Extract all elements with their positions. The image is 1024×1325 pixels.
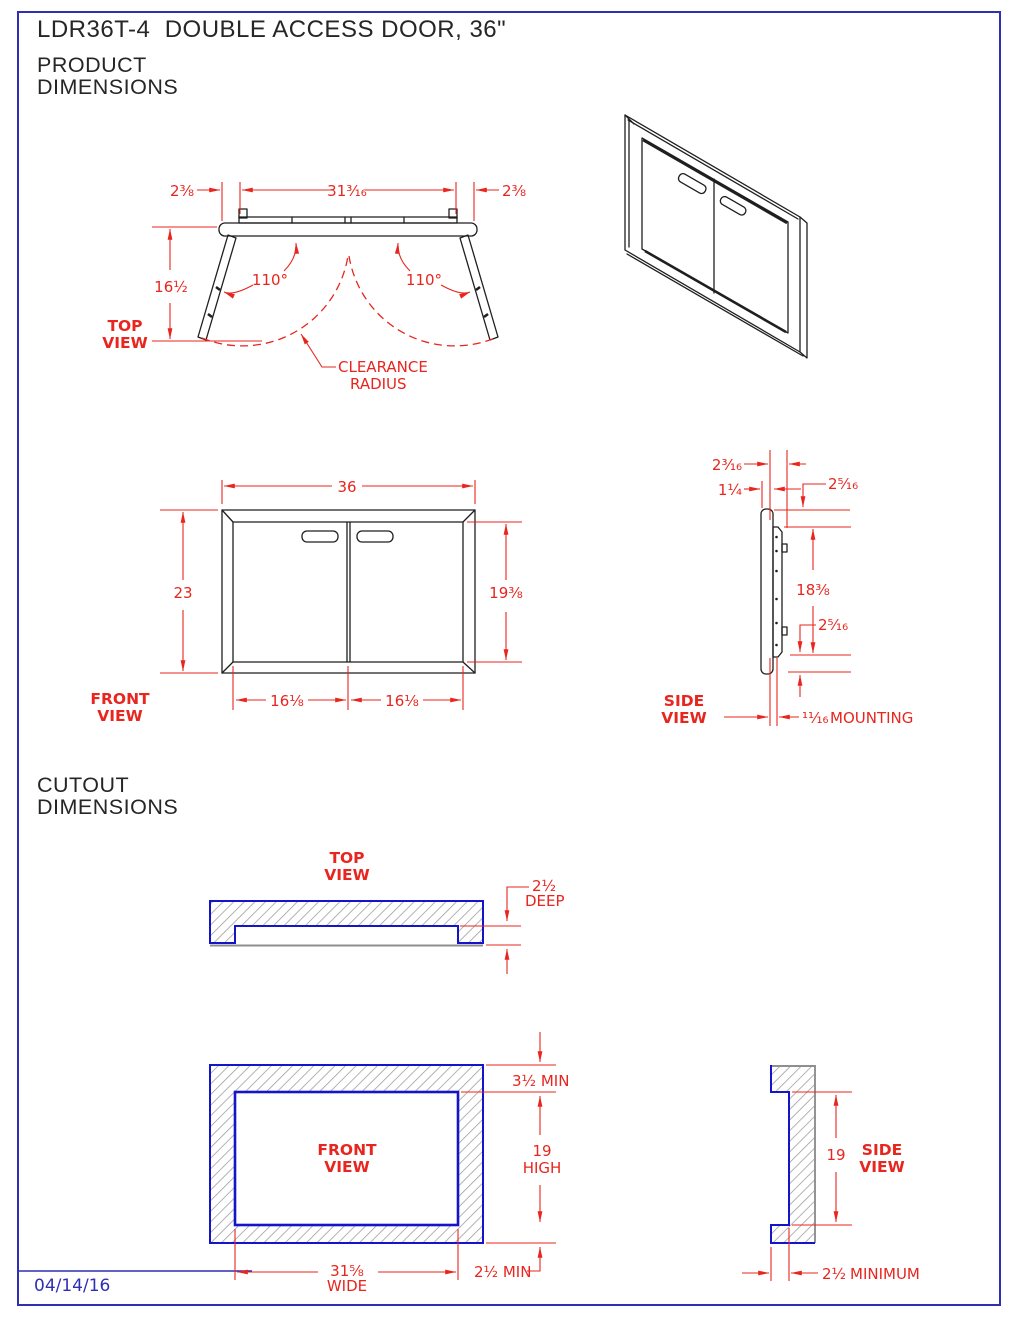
cutout-top-view-label-line2: VIEW <box>324 866 369 884</box>
cutout-front-dimensions: 3½ MIN 19 HIGH 2½ MIN 31⅝ WIDE FRONT VIE… <box>234 1032 569 1295</box>
heading-product-line2: DIMENSIONS <box>37 75 179 99</box>
dim-cutout-height: 19 <box>532 1142 551 1160</box>
dim-mounting-depth: ¹¹⁄₁₆ <box>802 709 829 727</box>
heading-product-line1: PRODUCT <box>37 53 147 77</box>
top-view-dimensions: 2⅜ 31³⁄₁₆ 2⅜ 16½ 110° 110° CLEARANCE RAD… <box>102 182 526 393</box>
top-view-drawing <box>197 208 499 341</box>
side-view-drawing <box>760 508 788 675</box>
cutout-front-view-label-line2: VIEW <box>324 1158 369 1176</box>
dim-frame-depth: 1¼ <box>718 481 743 499</box>
cutout-front-opening-outline <box>233 1090 460 1227</box>
front-view-label-line2: VIEW <box>97 707 142 725</box>
dim-top-right-frame: 2⅜ <box>502 182 526 200</box>
cutout-side-view: 19 2½ MINIMUM SIDE VIEW <box>742 1065 920 1283</box>
cutout-top-wall-hatch <box>210 901 483 943</box>
clearance-label-line1: CLEARANCE <box>338 358 428 376</box>
dim-flange-height: 18⅜ <box>796 581 830 599</box>
front-view-drawing <box>221 509 476 674</box>
dim-cutout-side-height: 19 <box>826 1146 845 1164</box>
dim-top-inset: 2⁵⁄₁₆ <box>828 475 858 493</box>
cutout-top-view: 2½ DEEP TOP VIEW <box>209 849 565 974</box>
heading-cutout-line1: CUTOUT <box>37 773 130 797</box>
front-view-dimensions: 36 23 19⅜ 16⅛ 16⅛ FRONT <box>90 478 522 725</box>
dim-cutout-depth: 2½ <box>532 877 556 895</box>
side-view-dimensions: 2³⁄₁₆ 1¼ 2⁵⁄₁₆ 18⅜ 2⁵⁄₁₆ ¹¹⁄₁₆ MOUN <box>661 450 913 727</box>
dim-cutout-bottom-clearance: 2½ MIN <box>474 1263 531 1281</box>
dim-overall-depth: 2³⁄₁₆ <box>712 456 742 474</box>
dim-overall-height: 23 <box>173 584 192 602</box>
side-view-label-line1: SIDE <box>664 692 704 710</box>
sheet-title: LDR36T-4 DOUBLE ACCESS DOOR, 36" <box>37 16 507 43</box>
dim-top-left-frame: 2⅜ <box>170 182 194 200</box>
cutout-side-view-label-line1: SIDE <box>862 1141 902 1159</box>
cutout-side-wall-hatch <box>771 1065 815 1243</box>
product-side-view: 2³⁄₁₆ 1¼ 2⁵⁄₁₆ 18⅜ 2⁵⁄₁₆ ¹¹⁄₁₆ MOUN <box>661 450 913 727</box>
cutout-front-outer-outline <box>209 1064 484 1244</box>
dim-swing-left: 110° <box>252 271 288 289</box>
cutout-minimum-label: MINIMUM <box>850 1265 920 1283</box>
dim-right-door-width: 16⅛ <box>385 692 419 710</box>
cutout-side-view-label-line2: VIEW <box>859 1158 904 1176</box>
cutout-top-dimensions: 2½ DEEP TOP VIEW <box>324 849 565 974</box>
side-view-label-line2: VIEW <box>661 709 706 727</box>
dim-cutout-width: 31⅝ <box>330 1262 364 1280</box>
dim-swing-right: 110° <box>406 271 442 289</box>
heading-cutout-line2: DIMENSIONS <box>37 795 179 819</box>
top-view-label-line1: TOP <box>107 317 142 335</box>
cutout-side-dimensions: 19 2½ MINIMUM SIDE VIEW <box>742 1091 920 1283</box>
cutout-front-view: 3½ MIN 19 HIGH 2½ MIN 31⅝ WIDE FRONT VIE… <box>209 1032 569 1295</box>
dim-open-depth: 16½ <box>154 278 188 296</box>
cutout-height-label: HIGH <box>523 1159 562 1177</box>
cutout-width-label: WIDE <box>327 1277 367 1295</box>
cutout-front-view-label-line1: FRONT <box>317 1141 377 1159</box>
cutout-side-opening-outline <box>770 1065 815 1244</box>
top-view-label-line2: VIEW <box>102 334 147 352</box>
product-isometric-view <box>624 114 808 359</box>
mounting-label: MOUNTING <box>830 709 913 727</box>
sheet-border <box>17 11 1001 1306</box>
dim-door-height: 19⅜ <box>489 584 523 602</box>
revision-date: 04/14/16 <box>34 1276 111 1296</box>
dim-cutout-min-depth: 2½ <box>822 1265 846 1283</box>
cutout-top-wall-outline <box>209 900 484 944</box>
dim-cutout-top-clearance: 3½ MIN <box>512 1072 569 1090</box>
clearance-label-line2: RADIUS <box>350 375 407 393</box>
front-view-label-line1: FRONT <box>90 690 150 708</box>
cutout-top-view-label-line1: TOP <box>329 849 364 867</box>
dim-top-opening-width: 31³⁄₁₆ <box>327 182 367 200</box>
dim-bottom-inset: 2⁵⁄₁₆ <box>818 616 848 634</box>
dim-overall-width: 36 <box>337 478 356 496</box>
product-front-view: 36 23 19⅜ 16⅛ 16⅛ FRONT <box>90 478 522 725</box>
dim-left-door-width: 16⅛ <box>270 692 304 710</box>
product-top-view: 2⅜ 31³⁄₁₆ 2⅜ 16½ 110° 110° CLEARANCE RAD… <box>102 182 526 393</box>
cutout-depth-label: DEEP <box>525 892 565 910</box>
